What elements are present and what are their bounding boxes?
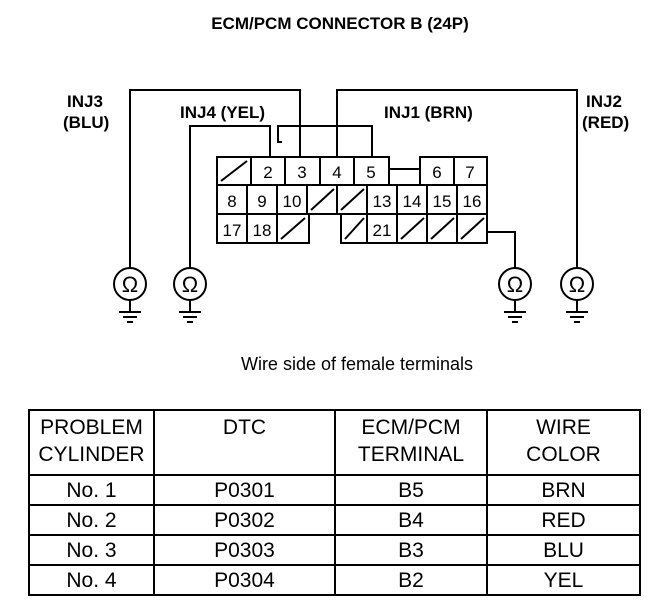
- terminal-18: 18: [253, 221, 272, 240]
- cell-wire-color: BLU: [486, 534, 641, 566]
- header-wire-color: WIRE COLOR: [486, 409, 641, 476]
- ground-icon: [504, 300, 526, 323]
- cell-cylinder: No. 1: [28, 474, 155, 506]
- wire-inj3: [129, 89, 301, 268]
- inj3-label: INJ3: [67, 92, 103, 111]
- ohm-icon: Ω: [507, 272, 523, 297]
- terminal-7: 7: [465, 163, 474, 182]
- terminal-4: 4: [332, 163, 341, 182]
- cell-dtc: P0302: [153, 504, 336, 536]
- ohmmeter-inj2: Ω: [560, 267, 594, 323]
- terminal-6: 6: [432, 163, 441, 182]
- terminal-numbers: 2 3 4 5 6 7 8 9 10 13 14 15 16 17 18 21: [223, 163, 482, 240]
- terminal-9: 9: [257, 192, 266, 211]
- cell-terminal: B5: [334, 474, 488, 506]
- ground-icon: [119, 300, 141, 323]
- terminal-3: 3: [297, 163, 306, 182]
- wire-inj1: [487, 231, 516, 268]
- cell-terminal: B4: [334, 504, 488, 536]
- cell-dtc: P0303: [153, 534, 336, 566]
- diagram-caption: Wire side of female terminals: [241, 354, 473, 374]
- inj2-label: INJ2: [586, 92, 622, 111]
- cell-cylinder: No. 4: [28, 564, 155, 596]
- diagram-title: ECM/PCM CONNECTOR B (24P): [211, 14, 469, 33]
- connector-diagram: ECM/PCM CONNECTOR B (24P) INJ3 (BLU) INJ…: [63, 14, 629, 374]
- ohmmeter-inj4: Ω: [173, 267, 207, 323]
- table-row: No. 3 P0303 B3 BLU: [28, 534, 641, 566]
- ohmmeter-inj1: Ω: [498, 267, 532, 323]
- terminal-15: 15: [433, 192, 452, 211]
- ohmmeter-inj3: Ω: [113, 267, 147, 323]
- ohm-icon: Ω: [122, 272, 138, 297]
- terminal-13: 13: [373, 192, 392, 211]
- header-ecm-pcm-terminal: ECM/PCM TERMINAL: [334, 409, 488, 476]
- header-problem-cylinder: PROBLEM CYLINDER: [28, 409, 155, 476]
- terminal-17: 17: [223, 221, 242, 240]
- terminal-21: 21: [373, 221, 392, 240]
- connector-b: [216, 156, 488, 244]
- terminal-16: 16: [463, 192, 482, 211]
- cell-wire-color: RED: [486, 504, 641, 536]
- table-header-row: PROBLEM CYLINDER DTC ECM/PCM TERMINAL WI…: [28, 409, 641, 476]
- cell-cylinder: No. 2: [28, 504, 155, 536]
- ground-icon: [566, 300, 588, 323]
- table-row: No. 2 P0302 B4 RED: [28, 504, 641, 536]
- wires: [129, 89, 578, 268]
- table-row: No. 1 P0301 B5 BRN: [28, 474, 641, 506]
- cell-terminal: B3: [334, 534, 488, 566]
- wire-inj2: [336, 89, 578, 268]
- table-row: No. 4 P0304 B2 YEL: [28, 564, 641, 596]
- inj3-color-label: (BLU): [63, 113, 109, 132]
- cell-wire-color: YEL: [486, 564, 641, 596]
- terminal-14: 14: [403, 192, 422, 211]
- header-dtc: DTC: [153, 409, 336, 476]
- cell-wire-color: BRN: [486, 474, 641, 506]
- wire-inj1-top: [277, 125, 373, 157]
- terminal-8: 8: [227, 192, 236, 211]
- ground-icon: [179, 300, 201, 323]
- cell-dtc: P0301: [153, 474, 336, 506]
- terminal-5: 5: [366, 163, 375, 182]
- cell-dtc: P0304: [153, 564, 336, 596]
- terminal-2: 2: [263, 163, 272, 182]
- inj2-color-label: (RED): [582, 113, 629, 132]
- ohm-icon: Ω: [182, 272, 198, 297]
- misfire-terminal-table: PROBLEM CYLINDER DTC ECM/PCM TERMINAL WI…: [28, 409, 641, 596]
- cell-cylinder: No. 3: [28, 534, 155, 566]
- inj1-label: INJ1 (BRN): [384, 103, 473, 122]
- cell-terminal: B2: [334, 564, 488, 596]
- ohm-icon: Ω: [569, 272, 585, 297]
- terminal-10: 10: [283, 192, 302, 211]
- wire-inj4: [189, 125, 271, 268]
- inj4-label: INJ4 (YEL): [180, 103, 265, 122]
